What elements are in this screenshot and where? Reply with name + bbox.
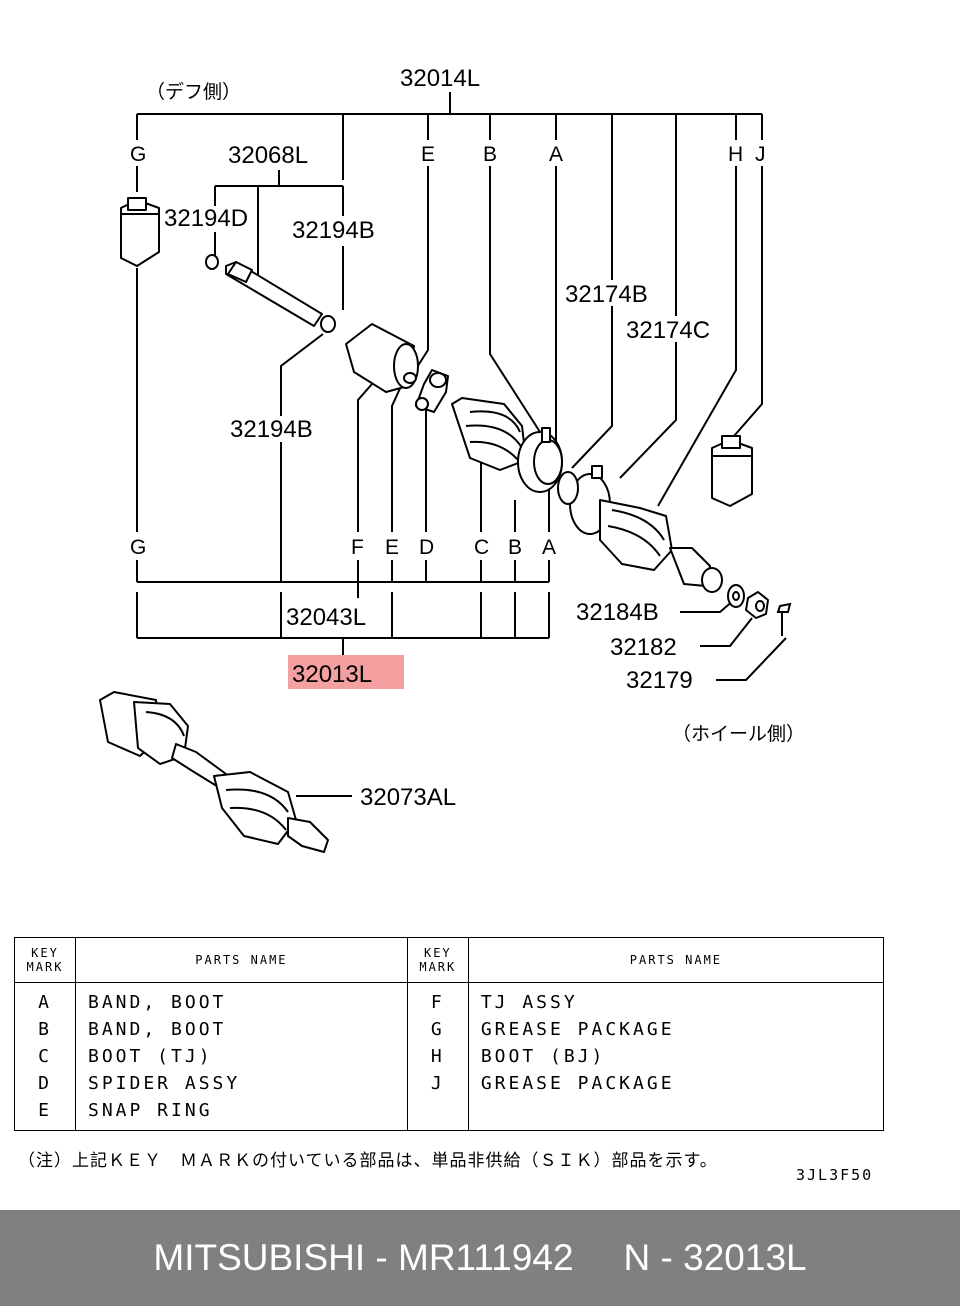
label-32068l: 32068L	[228, 142, 308, 169]
label-32179: 32179	[626, 667, 693, 694]
highlight-32013l	[288, 655, 404, 689]
header-parts-name-right: PARTS NAME	[467, 937, 885, 983]
key-mark: E	[14, 1097, 76, 1131]
key-top-g: G	[130, 143, 146, 166]
header-key-mark-left: KEY MARK	[14, 937, 76, 983]
labels: （デフ側） （ホイール側） 32014L 32068L 32194D 32194…	[130, 65, 805, 811]
bj-boot	[599, 499, 673, 571]
key-top-b: B	[483, 143, 497, 166]
key-mark: F	[406, 982, 469, 1016]
diagram-code: 3JL3F50	[796, 1166, 874, 1184]
table-row: B BAND, BOOT G GREASE PACKAGE	[14, 1016, 885, 1043]
key-mark: G	[406, 1016, 469, 1043]
drive-shaft-assy-32073al	[99, 691, 329, 853]
cotter-pin-32179	[776, 602, 792, 636]
parts-name: GREASE PACKAGE	[467, 1070, 885, 1097]
key-mark-legend: KEY MARK PARTS NAME KEY MARK PARTS NAME …	[14, 937, 885, 1131]
key-bottom-a: A	[542, 536, 556, 559]
parts-name: SNAP RING	[75, 1097, 408, 1131]
boot-band-a	[517, 427, 563, 493]
tj-housing	[345, 323, 419, 393]
footer-brand-part: MITSUBISHI - MR111942	[153, 1237, 574, 1278]
key-bottom-f: F	[351, 536, 364, 559]
key-bottom-b: B	[508, 536, 522, 559]
footer-bar: MITSUBISHI - MR111942 N - 32013L	[0, 1210, 960, 1306]
key-top-j: J	[755, 143, 766, 166]
parts-name: GREASE PACKAGE	[467, 1016, 885, 1043]
leader-lines	[136, 92, 787, 797]
label-32013l: 32013L	[292, 661, 372, 688]
key-bottom-c: C	[474, 536, 489, 559]
label-32194d: 32194D	[164, 205, 248, 232]
label-32194b-top: 32194B	[292, 217, 375, 244]
parts-name: BOOT (BJ)	[467, 1043, 885, 1070]
label-32014l: 32014L	[400, 65, 480, 92]
footer-ref: N - 32013L	[623, 1237, 807, 1278]
table-row: E SNAP RING	[14, 1097, 885, 1131]
label-32174c: 32174C	[626, 317, 710, 344]
header-parts-name-left: PARTS NAME	[75, 937, 408, 983]
grease-package-j	[711, 435, 753, 507]
key-bottom-e: E	[385, 536, 399, 559]
key-top-a: A	[549, 143, 563, 166]
label-32174b: 32174B	[565, 281, 648, 308]
key-mark	[406, 1097, 469, 1131]
parts-name: BAND, BOOT	[75, 1016, 408, 1043]
key-bottom-g: G	[130, 536, 146, 559]
key-bottom-d: D	[419, 536, 434, 559]
key-mark: C	[14, 1043, 76, 1070]
tj-boot	[451, 397, 527, 471]
washer-32184b	[727, 584, 745, 608]
key-mark: B	[14, 1016, 76, 1043]
table-row: D SPIDER ASSY J GREASE PACKAGE	[14, 1070, 885, 1097]
label-wheel-side: （ホイール側）	[672, 723, 805, 745]
parts-name: BAND, BOOT	[75, 982, 408, 1016]
key-mark: A	[14, 982, 76, 1016]
legend-note: （注）上記ＫＥＹ ＭＡＲＫの付いている部品は、単品非供給（ＳＩＫ）部品を示す。	[18, 1151, 718, 1171]
key-mark: J	[406, 1070, 469, 1097]
parts-name: TJ ASSY	[467, 982, 885, 1016]
label-32194b-lower: 32194B	[230, 416, 313, 443]
spider-assy	[415, 369, 449, 413]
grease-package-g	[120, 197, 160, 267]
outer-stub	[669, 547, 723, 593]
parts-name	[467, 1097, 885, 1131]
label-32184b: 32184B	[576, 599, 659, 626]
label-32182: 32182	[610, 634, 677, 661]
label-32073al: 32073AL	[360, 784, 456, 811]
key-top-e: E	[421, 143, 435, 166]
table-row: A BAND, BOOT F TJ ASSY	[14, 982, 885, 1016]
key-mark: H	[406, 1043, 469, 1070]
parts-name: SPIDER ASSY	[75, 1070, 408, 1097]
label-diff-side: （デフ側）	[146, 81, 241, 103]
key-top-h: H	[728, 143, 743, 166]
inner-shaft	[205, 254, 336, 333]
nut-32182	[745, 591, 769, 619]
key-mark: D	[14, 1070, 76, 1097]
parts-name: BOOT (TJ)	[75, 1043, 408, 1070]
table-row: C BOOT (TJ) H BOOT (BJ)	[14, 1043, 885, 1070]
parts-diagram: （デフ側） （ホイール側） 32014L 32068L 32194D 32194…	[99, 65, 805, 853]
label-32043l: 32043L	[286, 604, 366, 631]
header-key-mark-right: KEY MARK	[406, 937, 469, 983]
